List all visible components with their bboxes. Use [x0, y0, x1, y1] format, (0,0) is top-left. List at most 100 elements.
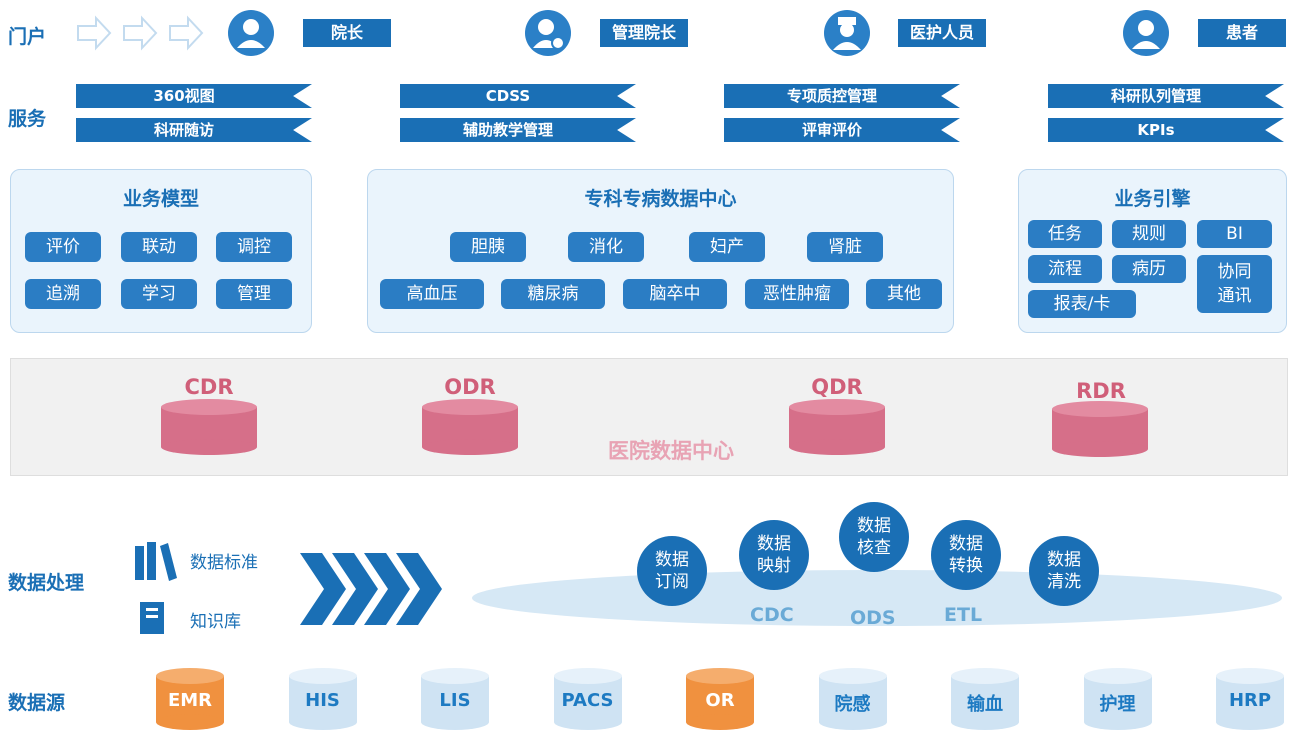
sc-item-biliary: 胆胰 — [450, 232, 526, 262]
qdr-database-icon — [789, 399, 885, 455]
database-cylinder-icon — [156, 668, 224, 730]
rdr-database-icon — [1052, 401, 1148, 457]
step-transform: 数据转换 — [931, 520, 1001, 590]
bm-item-evaluate: 评价 — [25, 232, 101, 262]
source-hrp: HRP — [1216, 668, 1284, 730]
bm-item-learn: 学习 — [121, 279, 197, 309]
sc-item-stroke: 脑卒中 — [623, 279, 727, 309]
source-label: PACS — [561, 690, 614, 711]
row-label-service: 服务 — [8, 108, 47, 130]
step-mapping-label: 数据映射 — [757, 534, 791, 576]
row-label-processing: 数据处理 — [8, 572, 85, 594]
bm-item-control: 调控 — [216, 232, 292, 262]
service-kpis: KPIs — [1048, 118, 1284, 142]
sc-item-hypertension: 高血压 — [380, 279, 484, 309]
be-item-task: 任务 — [1028, 220, 1102, 248]
step-subscribe: 数据订阅 — [637, 536, 707, 606]
db-label-cdr: CDR — [184, 375, 234, 399]
source-his: HIS — [288, 668, 357, 730]
be-item-records: 病历 — [1112, 255, 1186, 283]
business-model-panel: 业务模型 评价 联动 调控 追溯 学习 管理 — [10, 169, 312, 333]
source-lis: LIS — [421, 668, 489, 730]
service-research-followup: 科研随访 — [76, 118, 312, 142]
sc-item-diabetes: 糖尿病 — [501, 279, 605, 309]
database-cylinder-icon — [686, 668, 754, 730]
knowledge-base-icon — [140, 602, 164, 634]
bm-item-trace: 追溯 — [25, 279, 101, 309]
service-teaching: 辅助教学管理 — [400, 118, 636, 142]
service-quality-control: 专项质控管理 — [724, 84, 960, 108]
knowledge-base-label: 知识库 — [190, 612, 241, 632]
label-cdc: CDC — [750, 604, 794, 626]
database-cylinder-icon — [818, 668, 887, 730]
specialty-data-center-panel: 专科专病数据中心 胆胰 消化 妇产 肾脏 高血压 糖尿病 脑卒中 恶性肿瘤 其他 — [367, 169, 954, 333]
business-model-title: 业务模型 — [122, 188, 199, 210]
database-cylinder-icon — [1216, 668, 1284, 730]
source-label: LIS — [439, 690, 471, 711]
hospital-data-center: CDR ODR QDR RDR 医院数据中心 — [10, 358, 1288, 476]
db-label-rdr: RDR — [1076, 379, 1126, 403]
service-review: 评审评价 — [724, 118, 960, 142]
database-cylinder-icon — [553, 668, 622, 730]
data-standard-label: 数据标准 — [190, 553, 258, 573]
service-research-cohort: 科研队列管理 — [1048, 84, 1284, 108]
sc-item-digestive: 消化 — [568, 232, 644, 262]
sc-item-obstetrics: 妇产 — [689, 232, 765, 262]
db-label-odr: ODR — [444, 375, 496, 399]
bm-item-manage: 管理 — [216, 279, 292, 309]
service-cdss: CDSS — [400, 84, 636, 108]
source-输血: 输血 — [951, 668, 1019, 730]
source-label: EMR — [167, 690, 213, 711]
source-护理: 护理 — [1083, 668, 1152, 730]
source-label: 输血 — [967, 694, 1003, 715]
service-360-view: 360视图 — [76, 84, 312, 108]
label-ods: ODS — [850, 607, 896, 629]
row-label-source: 数据源 — [8, 692, 66, 714]
books-icon — [135, 542, 177, 581]
role-dean: 院长 — [303, 19, 391, 47]
admin-avatar-icon — [525, 10, 571, 56]
be-item-workflow: 流程 — [1028, 255, 1102, 283]
specialty-center-title: 专科专病数据中心 — [584, 188, 737, 210]
step-check: 数据核查 — [839, 502, 909, 572]
source-label: OR — [705, 690, 735, 711]
be-item-rules: 规则 — [1112, 220, 1186, 248]
role-patient: 患者 — [1198, 19, 1286, 47]
step-mapping: 数据映射 — [739, 520, 809, 590]
db-label-qdr: QDR — [811, 375, 863, 399]
bm-item-link: 联动 — [121, 232, 197, 262]
be-item-bi: BI — [1197, 220, 1272, 248]
odr-database-icon — [422, 399, 518, 455]
role-admin-dean: 管理院长 — [600, 19, 688, 47]
label-etl: ETL — [944, 604, 983, 626]
database-cylinder-icon — [421, 668, 489, 730]
database-cylinder-icon — [1083, 668, 1152, 730]
source-or: OR — [686, 668, 754, 730]
sc-item-tumor: 恶性肿瘤 — [745, 279, 849, 309]
database-cylinder-icon — [288, 668, 357, 730]
row-label-portal: 门户 — [8, 26, 47, 48]
source-label: 护理 — [1099, 694, 1136, 715]
source-label: 院感 — [834, 694, 871, 715]
source-院感: 院感 — [818, 668, 887, 730]
medical-staff-avatar-icon — [824, 10, 870, 56]
sc-item-other: 其他 — [866, 279, 942, 309]
source-emr: EMR — [156, 668, 224, 730]
dean-avatar-icon — [228, 10, 274, 56]
source-label: HRP — [1228, 690, 1272, 711]
source-pacs: PACS — [553, 668, 622, 730]
be-item-reports: 报表/卡 — [1028, 290, 1136, 318]
patient-avatar-icon — [1123, 10, 1169, 56]
business-engine-title: 业务引擎 — [1114, 188, 1191, 210]
be-item-collab: 协同通讯 — [1197, 255, 1272, 313]
step-subscribe-label: 数据订阅 — [655, 550, 689, 592]
step-check-label: 数据核查 — [857, 516, 891, 558]
arrow-chain-icon — [77, 15, 204, 51]
step-clean: 数据清洗 — [1029, 536, 1099, 606]
sc-item-kidney: 肾脏 — [807, 232, 883, 262]
step-transform-label: 数据转换 — [949, 534, 983, 576]
step-clean-label: 数据清洗 — [1047, 550, 1081, 592]
role-medical-staff: 医护人员 — [898, 19, 986, 47]
chevrons-arrow-icon — [300, 553, 442, 625]
hospital-data-center-title: 医院数据中心 — [608, 439, 734, 463]
